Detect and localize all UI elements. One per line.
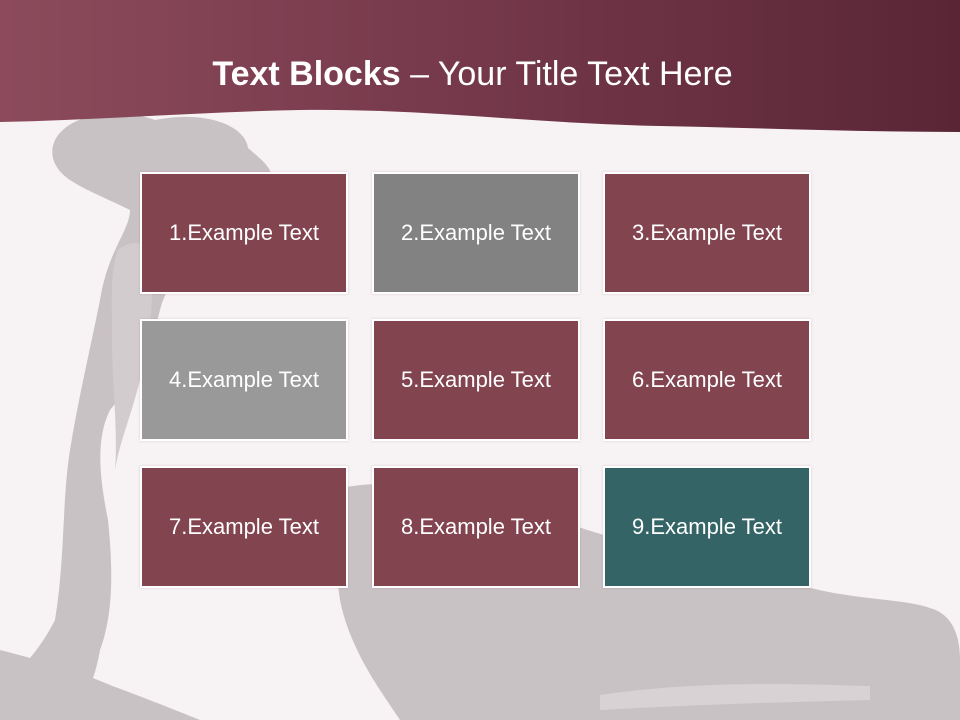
title-dash: – [400,55,438,93]
text-block-1[interactable]: 1.Example Text [140,172,348,294]
text-block-2[interactable]: 2.Example Text [372,172,580,294]
text-block-4-label: 4.Example Text [168,367,319,392]
text-block-3[interactable]: 3.Example Text [603,172,811,294]
text-block-6[interactable]: 6.Example Text [603,319,811,441]
text-block-9[interactable]: 9.Example Text [603,466,811,588]
text-block-1-label: 1.Example Text [168,220,319,245]
title-bold-part: Text Blocks [212,55,401,93]
text-block-2-label: 2.Example Text [400,220,551,245]
text-block-4[interactable]: 4.Example Text [140,319,348,441]
text-block-8[interactable]: 8.Example Text [372,466,580,588]
header-band [0,0,960,132]
text-block-7[interactable]: 7.Example Text [140,466,348,588]
text-block-5[interactable]: 5.Example Text [372,319,580,441]
text-block-6-label: 6.Example Text [631,367,782,392]
slide-title: Text Blocks – Your Title Text Here [0,52,945,96]
title-rest-part: Your Title Text Here [437,55,733,93]
text-block-8-label: 8.Example Text [400,514,551,539]
text-block-7-label: 7.Example Text [168,514,319,539]
text-block-9-label: 9.Example Text [631,514,782,539]
text-block-3-label: 3.Example Text [631,220,782,245]
text-block-5-label: 5.Example Text [400,367,551,392]
